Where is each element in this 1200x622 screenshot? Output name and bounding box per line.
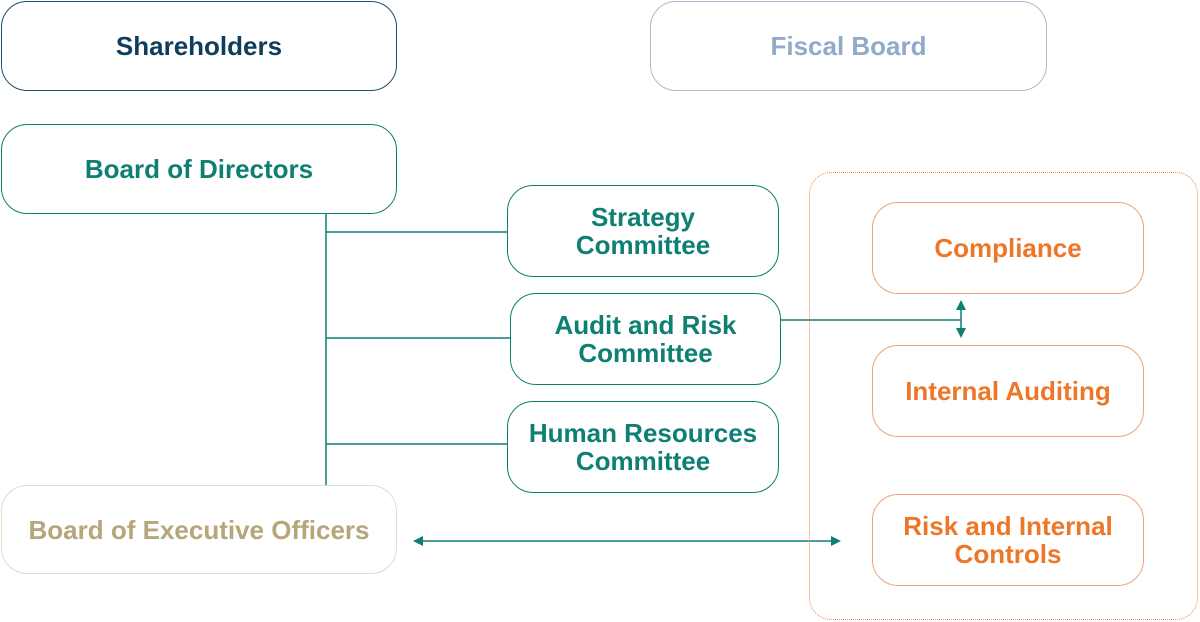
- internal-auditing-label: Internal Auditing: [905, 376, 1111, 406]
- control-functions-group: [809, 172, 1198, 620]
- board-of-executive-officers-box: Board of Executive Officers: [1, 485, 397, 574]
- strategy-committee-label-line1: Strategy: [590, 202, 696, 232]
- hr-committee-box: Human Resources Committee: [507, 401, 779, 493]
- risk-internal-controls-label-line1: Risk and Internal: [903, 511, 1113, 541]
- fiscal-board-box: Fiscal Board: [650, 1, 1047, 91]
- compliance-label: Compliance: [934, 233, 1082, 263]
- audit-risk-committee-box: Audit and Risk Committee: [510, 293, 781, 385]
- internal-auditing-box: Internal Auditing: [872, 345, 1144, 437]
- fiscal-board-label: Fiscal Board: [770, 31, 927, 61]
- shareholders-label: Shareholders: [115, 31, 283, 61]
- hr-committee-label-line2: Committee: [575, 446, 711, 476]
- risk-internal-controls-box: Risk and Internal Controls: [872, 494, 1144, 586]
- audit-risk-committee-label-line1: Audit and Risk: [554, 310, 737, 340]
- board-of-executive-officers-label: Board of Executive Officers: [28, 514, 370, 545]
- audit-risk-committee-label-line2: Committee: [578, 338, 713, 368]
- strategy-committee-label-line2: Committee: [575, 230, 711, 260]
- compliance-box: Compliance: [872, 202, 1144, 294]
- strategy-committee-box: Strategy Committee: [507, 185, 779, 277]
- board-of-directors-label: Board of Directors: [84, 154, 314, 184]
- shareholders-box: Shareholders: [1, 1, 397, 91]
- hr-committee-label-line1: Human Resources: [528, 418, 758, 448]
- risk-internal-controls-label-line2: Controls: [954, 539, 1062, 569]
- board-of-directors-box: Board of Directors: [1, 124, 397, 214]
